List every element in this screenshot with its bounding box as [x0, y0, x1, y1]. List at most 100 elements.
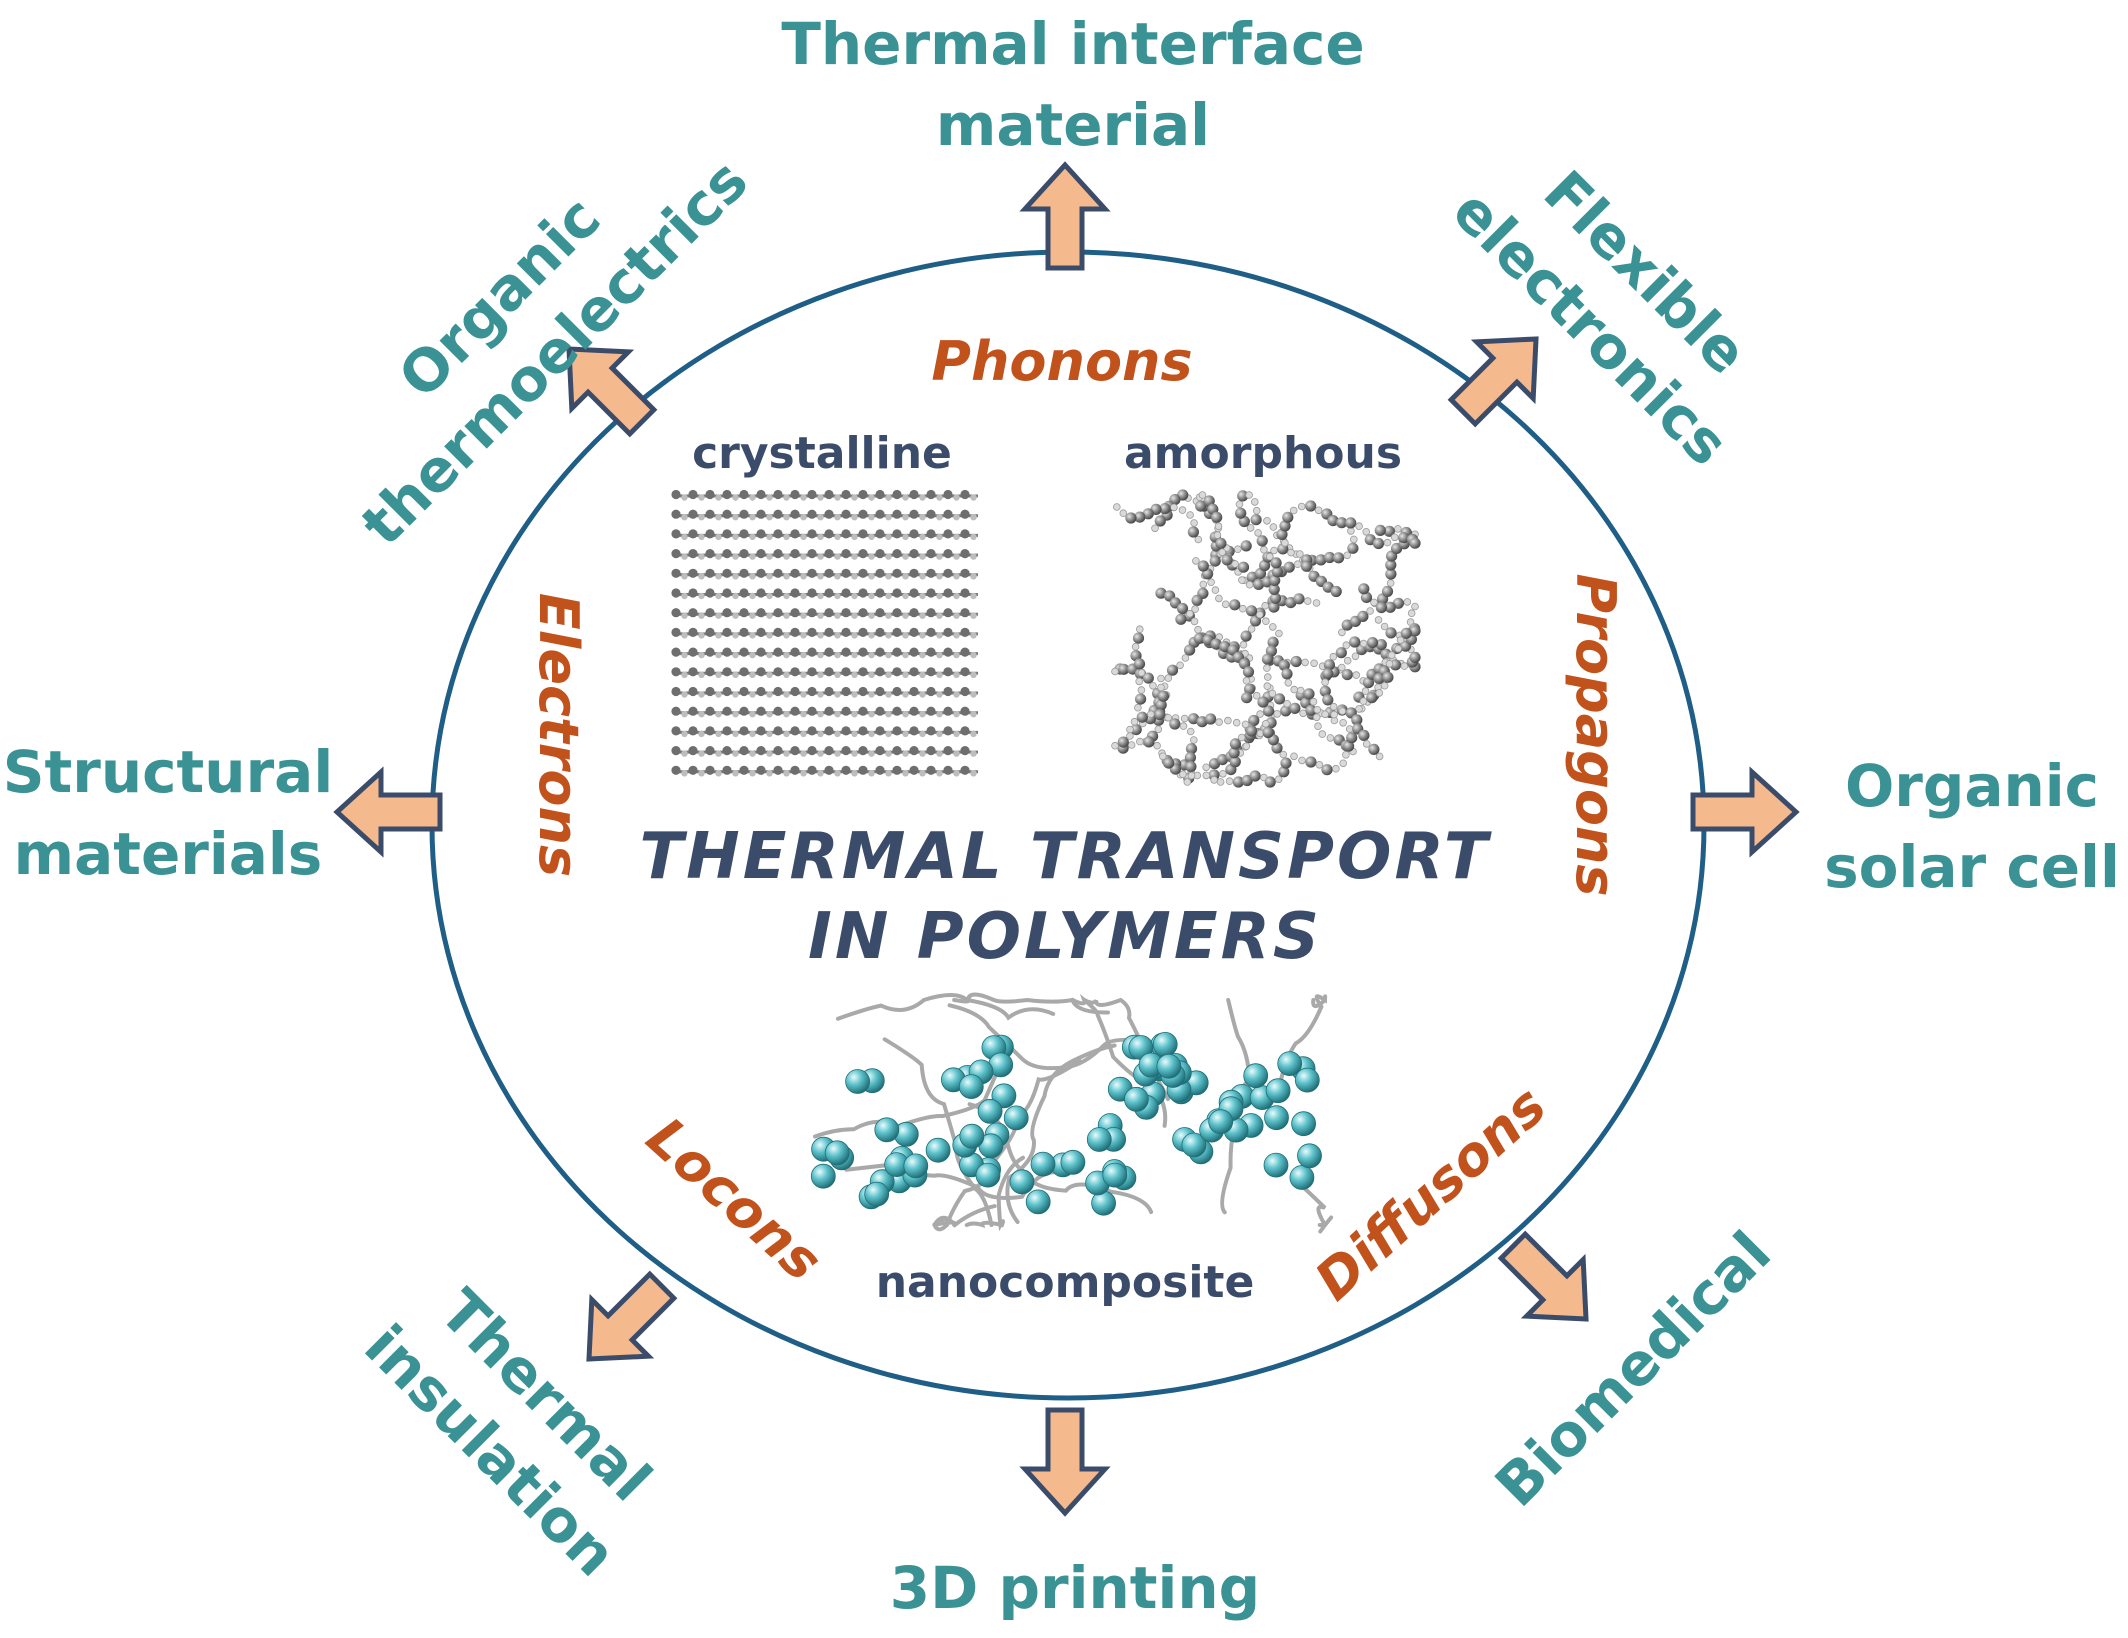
polymer-strand [964, 1155, 1025, 1232]
crystal-atom [902, 730, 909, 738]
crystal-atom [919, 691, 926, 698]
crystal-atom [800, 632, 807, 639]
amorphous-atom [1297, 502, 1306, 511]
amorphous-atom [1237, 490, 1249, 502]
amorphous-atom [1386, 579, 1395, 587]
crystal-atom [749, 711, 756, 718]
application-arrows [333, 161, 1800, 1517]
crystal-atom [909, 746, 919, 756]
amorphous-atom [1346, 732, 1358, 744]
crystal-atom [807, 627, 817, 638]
crystal-atom [773, 529, 783, 539]
crystal-atom [885, 533, 892, 541]
amorphous-atom [1147, 710, 1155, 718]
crystal-atom [834, 612, 841, 619]
amorphous-atom [1181, 654, 1190, 662]
crystal-atom [688, 667, 698, 677]
app-structural-line1: Structural [3, 738, 333, 806]
amorphous-atom [1117, 736, 1129, 748]
crystal-atom [834, 750, 841, 757]
amorphous-atom [1280, 757, 1292, 769]
amorphous-atom [1215, 537, 1227, 550]
crystal-atom [960, 726, 970, 736]
crystal-atom [671, 489, 681, 500]
amorphous-atom [1265, 552, 1274, 561]
crystal-atom [766, 573, 773, 580]
amorphous-atom [1314, 506, 1323, 515]
crystal-atom [868, 533, 875, 541]
crystal-atom [681, 592, 688, 600]
crystal-atom [960, 489, 970, 500]
amorphous-atom [1239, 604, 1247, 613]
nanoparticle [874, 1117, 900, 1143]
crystal-atom [875, 647, 885, 657]
amorphous-atom [1235, 507, 1247, 519]
amorphous-atom [1151, 524, 1159, 533]
amorphous-atom [1390, 533, 1399, 542]
crystal-atom [970, 730, 977, 738]
crystal-atom [926, 489, 936, 500]
carrier-phonons: Phonons [931, 330, 1192, 393]
arrow-flexible-electronics [1447, 336, 1539, 428]
crystal-atom [705, 627, 715, 638]
crystal-atom [919, 494, 926, 501]
crystal-atom [807, 529, 817, 539]
crystal-atom [926, 588, 936, 598]
amorphous-atom [1268, 689, 1277, 698]
crystal-atom [688, 765, 698, 775]
crystal-atom [756, 509, 766, 519]
crystal-atom [970, 632, 977, 639]
crystal-atom [858, 627, 868, 638]
arrow-biomedical [1497, 1230, 1589, 1322]
crystal-atom [715, 553, 722, 560]
crystal-atom [800, 533, 807, 541]
amorphous-atom [1142, 672, 1154, 684]
crystal-atom [824, 726, 834, 736]
crystal-atom [960, 529, 970, 539]
amorphous-atom [1179, 722, 1188, 730]
amorphous-atom [1216, 754, 1229, 766]
amorphous-atom [1380, 622, 1389, 631]
crystal-atom [800, 770, 807, 777]
crystal-atom [807, 568, 817, 578]
carrier-electrons: Electrons [527, 593, 590, 877]
crystal-atom [960, 686, 970, 697]
amorphous-atom [1366, 692, 1378, 704]
crystal-atom [681, 514, 688, 521]
crystal-atom [681, 553, 688, 560]
crystal-atom [715, 730, 722, 738]
amorphous-atom [1111, 741, 1119, 750]
amorphous-atom [1305, 704, 1317, 716]
crystal-atom [960, 765, 970, 775]
crystal-atom [688, 627, 698, 638]
crystal-atom [909, 489, 919, 500]
crystal-atom [902, 533, 909, 541]
crystal-atom [790, 529, 800, 539]
amorphous-atom [1323, 659, 1335, 671]
crystal-atom [800, 592, 807, 600]
crystal-atom [953, 770, 960, 777]
crystal-atom [790, 509, 800, 519]
amorphous-atom [1278, 659, 1290, 671]
crystal-atom [936, 691, 943, 698]
nanoparticle [925, 1137, 951, 1163]
crystal-atom [834, 730, 841, 738]
amorphous-atom [1194, 535, 1203, 544]
crystal-atom [868, 553, 875, 560]
amorphous-atom [1255, 610, 1264, 619]
crystal-atom [790, 667, 800, 677]
nanoparticle [1102, 1162, 1128, 1188]
crystal-atom [732, 632, 739, 639]
crystal-atom [817, 671, 824, 678]
crystal-atom [892, 489, 902, 500]
amorphous-atom [1252, 506, 1261, 515]
crystal-atom [960, 746, 970, 756]
amorphous-atom [1319, 685, 1331, 697]
nanoparticle [1289, 1165, 1315, 1190]
crystal-atom [902, 632, 909, 639]
crystal-atom [892, 509, 902, 519]
crystal-atom [681, 711, 688, 718]
crystal-atom [800, 730, 807, 738]
amorphous-atom [1113, 503, 1121, 511]
amorphous-atom [1343, 551, 1351, 560]
